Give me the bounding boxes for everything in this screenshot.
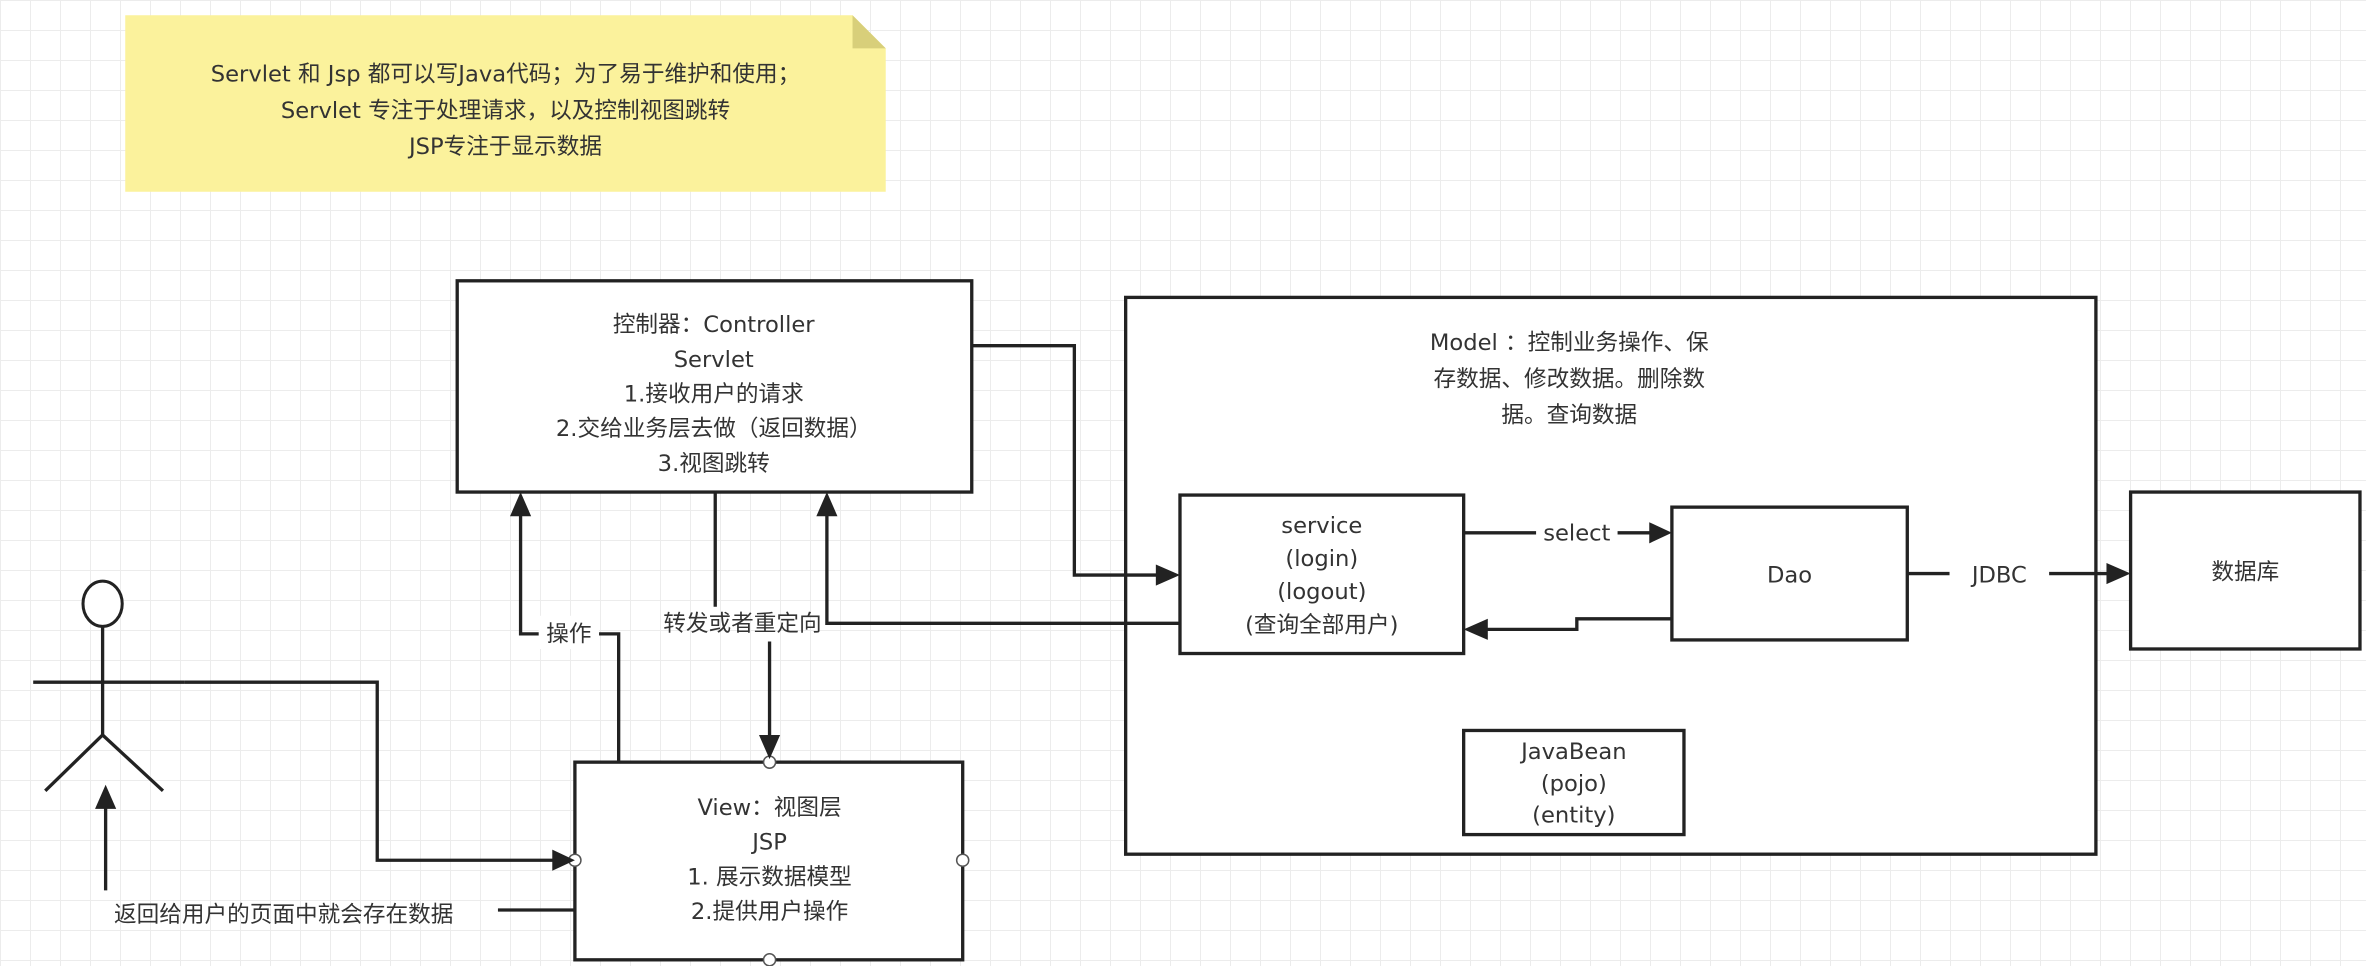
javabean-text: JavaBean: [1519, 739, 1626, 765]
controller-text: 2.交给业务层去做（返回数据）: [556, 416, 872, 442]
edge-view-to-user[interactable]: 返回给用户的页面中就会存在数据: [95, 784, 575, 928]
arrowhead-icon: [758, 734, 781, 760]
javabean-text: (entity): [1532, 803, 1615, 829]
view-text: JSP: [750, 830, 787, 856]
forward-label: 转发或者重定向: [663, 611, 821, 637]
model-text: 存数据、修改数据。删除数: [1434, 366, 1705, 392]
arrowhead-icon: [2106, 562, 2131, 585]
arrowhead-icon: [1463, 618, 1488, 640]
controller-text: 3.视图跳转: [658, 451, 770, 477]
view-text: View：视图层: [697, 795, 841, 821]
select-label: select: [1543, 520, 1610, 546]
arrowhead-icon: [95, 784, 117, 809]
controller-text: 1.接收用户的请求: [624, 382, 804, 408]
edge-controller-to-service[interactable]: [971, 344, 1180, 586]
service-text: service: [1281, 513, 1362, 539]
view-text: 2.提供用户操作: [691, 899, 848, 925]
connection-point[interactable]: [955, 853, 970, 868]
service-box[interactable]: service (login) (logout) (查询全部用户): [1178, 493, 1466, 656]
edge-controller-to-view-forward[interactable]: 转发或者重定向: [663, 492, 822, 760]
arrowhead-icon: [1155, 564, 1180, 586]
service-text: (查询全部用户): [1245, 612, 1398, 638]
service-text: (logout): [1277, 579, 1366, 605]
database-label: 数据库: [2211, 560, 2279, 586]
javabean-text: (pojo): [1541, 771, 1607, 797]
note-line: JSP专注于显示数据: [407, 134, 602, 160]
database-box[interactable]: 数据库: [2128, 490, 2362, 651]
dao-box[interactable]: Dao: [1670, 505, 1909, 642]
note-line: Servlet 专注于处理请求，以及控制视图跳转: [281, 98, 730, 124]
return-label: 返回给用户的页面中就会存在数据: [114, 902, 453, 928]
controller-text: Servlet: [674, 347, 754, 373]
controller-box[interactable]: 控制器：Controller Servlet 1.接收用户的请求 2.交给业务层…: [455, 279, 974, 494]
arrowhead-icon: [816, 492, 838, 517]
model-text: 据。查询数据: [1501, 403, 1637, 429]
operate-label: 操作: [546, 621, 591, 647]
edge-dao-to-service[interactable]: [1463, 617, 1672, 640]
user-actor-icon[interactable]: [33, 579, 185, 793]
dao-label: Dao: [1767, 563, 1812, 589]
model-text: Model ：控制业务操作、保: [1430, 330, 1709, 356]
edge-service-to-controller[interactable]: [816, 492, 1180, 625]
connection-point[interactable]: [762, 953, 777, 966]
view-box[interactable]: View：视图层 JSP 1. 展示数据模型 2.提供用户操作: [568, 755, 970, 966]
javabean-box[interactable]: JavaBean (pojo) (entity): [1462, 728, 1686, 837]
jdbc-label: JDBC: [1970, 563, 2027, 589]
controller-text: 控制器：Controller: [613, 312, 815, 338]
edge-user-to-view[interactable]: [184, 680, 575, 871]
edge-view-to-controller-operate[interactable]: 操作: [510, 492, 621, 763]
edge-dao-to-database-jdbc[interactable]: JDBC: [1907, 556, 2131, 589]
arrowhead-icon: [510, 492, 532, 517]
arrowhead-icon: [552, 849, 575, 871]
arrowhead-icon: [1649, 522, 1672, 544]
edge-service-to-dao-select[interactable]: select: [1463, 516, 1672, 547]
service-text: (login): [1285, 546, 1358, 572]
view-text: 1. 展示数据模型: [687, 864, 852, 890]
sticky-note[interactable]: Servlet 和 Jsp 都可以写Java代码；为了易于维护和使用； Serv…: [125, 15, 886, 192]
note-line: Servlet 和 Jsp 都可以写Java代码；为了易于维护和使用；: [211, 62, 801, 88]
